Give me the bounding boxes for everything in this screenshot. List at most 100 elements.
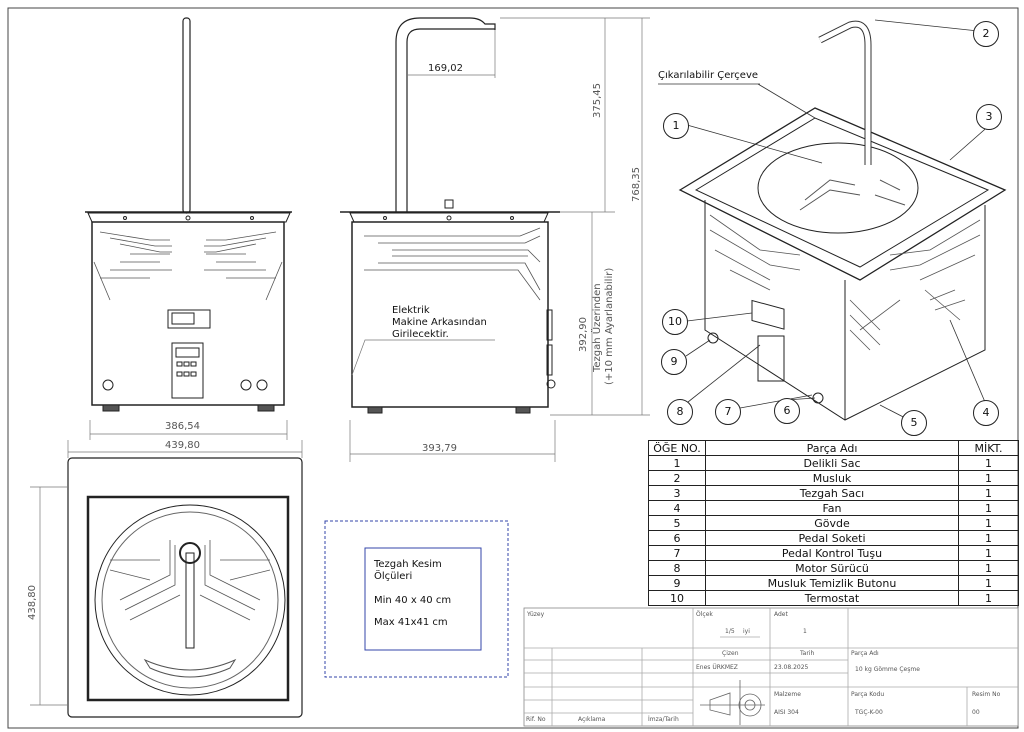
bom-header-qty: MİKT.: [958, 440, 1019, 456]
balloon-6: 6: [774, 398, 800, 424]
drawn-value: Enes ÜRKMEZ: [696, 664, 738, 671]
scale-extra: iyi: [743, 628, 750, 635]
dim-front-width: 386,54: [165, 421, 200, 432]
bom-cell-qty: 1: [958, 530, 1019, 546]
bom-cell-part-name: Motor Sürücü: [705, 560, 959, 576]
bom-cell-part-name: Delikli Sac: [705, 455, 959, 471]
balloon-2: 2: [973, 21, 999, 47]
balloon-9: 9: [661, 349, 687, 375]
electric-note-line-2: Makine Arkasından: [392, 317, 487, 328]
material-label: Malzeme: [774, 691, 801, 698]
drawing-no-label: Resim No: [972, 691, 1001, 698]
bom-cell-part-name: Gövde: [705, 515, 959, 531]
qty-label: Adet: [774, 611, 788, 618]
bom-cell-item-no: 3: [648, 485, 706, 501]
scale-value: 1/5: [725, 628, 735, 635]
scale-label: Ölçek: [696, 611, 713, 618]
removable-frame-label: Çıkarılabilir Çerçeve: [658, 70, 759, 81]
cutout-title-1: Tezgah Kesim: [374, 559, 442, 570]
balloon-5: 5: [901, 410, 927, 436]
dim-top-width: 439,80: [165, 440, 200, 451]
bom-cell-part-name: Tezgah Sacı: [705, 485, 959, 501]
top-view: [30, 440, 303, 718]
bom-cell-qty: 1: [958, 500, 1019, 516]
bom-cell-qty: 1: [958, 545, 1019, 561]
part-code-label: Parça Kodu: [851, 691, 885, 698]
balloon-1: 1: [663, 113, 689, 139]
bom-header-item-no: ÖĞE NO.: [648, 440, 706, 456]
dim-faucet-reach: 169,02: [428, 63, 463, 74]
date-value: 23.08.2025: [774, 664, 809, 671]
title-block: [523, 607, 1019, 727]
description-label: Açıklama: [578, 716, 606, 723]
electric-note-line-3: Girilecektir.: [392, 329, 449, 340]
bom-cell-qty: 1: [958, 590, 1019, 606]
front-view: [85, 17, 292, 440]
bom-cell-qty: 1: [958, 515, 1019, 531]
signature-date-label: İmza/Tarih: [648, 716, 679, 723]
cutout-max: Max 41x41 cm: [374, 617, 448, 628]
balloon-3: 3: [976, 104, 1002, 130]
dim-faucet-height: 375,45: [592, 83, 603, 118]
bom-cell-qty: 1: [958, 485, 1019, 501]
drawn-label: Çizen: [722, 650, 739, 657]
bom-cell-qty: 1: [958, 575, 1019, 591]
cutout-dashed-box: [324, 520, 509, 678]
bom-cell-item-no: 4: [648, 500, 706, 516]
part-code-value: TGÇ-K-00: [855, 709, 883, 716]
rev-no-label: Rif. No: [526, 716, 546, 723]
bom-cell-part-name: Termostat: [705, 590, 959, 606]
bom-cell-part-name: Pedal Soketi: [705, 530, 959, 546]
bom-cell-qty: 1: [958, 470, 1019, 486]
bom-cell-item-no: 9: [648, 575, 706, 591]
bom-cell-qty: 1: [958, 560, 1019, 576]
balloon-8: 8: [667, 399, 693, 425]
bom-cell-part-name: Pedal Kontrol Tuşu: [705, 545, 959, 561]
balloon-7: 7: [715, 399, 741, 425]
bom-cell-part-name: Musluk: [705, 470, 959, 486]
dim-body-height: 392,90: [578, 317, 589, 352]
electric-note-line-1: Elektrik: [392, 305, 430, 316]
part-name-value: 10 kg Gömme Çeşme: [855, 666, 920, 673]
bom-cell-item-no: 7: [648, 545, 706, 561]
bom-cell-item-no: 10: [648, 590, 706, 606]
balloon-10: 10: [662, 309, 688, 335]
bom-cell-item-no: 2: [648, 470, 706, 486]
side-view: [340, 17, 650, 462]
bom-cell-qty: 1: [958, 455, 1019, 471]
material-value: AISI 304: [774, 709, 799, 716]
dim-body-height-note-1: Tezgah Üzerinden: [592, 283, 603, 372]
bom-cell-item-no: 1: [648, 455, 706, 471]
qty-value: 1: [803, 628, 807, 635]
bom-cell-item-no: 6: [648, 530, 706, 546]
sheet-border: [7, 7, 1019, 729]
dim-side-width: 393,79: [422, 443, 457, 454]
isometric-view: [658, 19, 1007, 423]
dim-body-height-note-2: (+10 mm Ayarlanabilir): [604, 267, 615, 385]
cutout-min: Min 40 x 40 cm: [374, 595, 452, 606]
bom-cell-part-name: Musluk Temizlik Butonu: [705, 575, 959, 591]
bom-cell-item-no: 5: [648, 515, 706, 531]
surface-label: Yüzey: [527, 611, 545, 618]
bom-header-part-name: Parça Adı: [705, 440, 959, 456]
cutout-inner-box: [364, 547, 482, 651]
dim-total-height: 768,35: [631, 167, 642, 202]
balloon-4: 4: [973, 400, 999, 426]
part-name-label: Parça Adı: [851, 650, 879, 657]
bom-cell-item-no: 8: [648, 560, 706, 576]
bom-cell-part-name: Fan: [705, 500, 959, 516]
drawing-no-value: 00: [972, 709, 980, 716]
